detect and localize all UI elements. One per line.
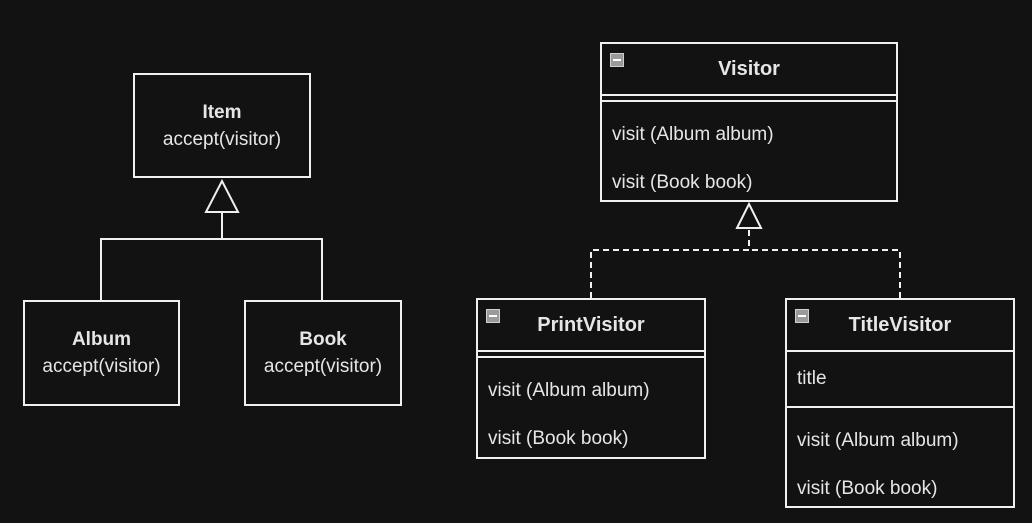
titlevisitor-class-name: TitleVisitor [848, 313, 952, 336]
printvisitor-header: PrintVisitor [478, 300, 704, 350]
book-class-name: Book [299, 329, 347, 350]
printvisitor-class-box[interactable]: PrintVisitor visit (Album album) visit (… [476, 298, 706, 459]
item-class-name: Item [202, 101, 242, 123]
titlevisitor-op-book: visit (Book book) [797, 478, 938, 499]
titlevisitor-attr-divider [787, 406, 1013, 408]
titlevisitor-operations: visit (Album album) visit (Book book) [787, 408, 1013, 513]
book-method: accept(visitor) [263, 356, 383, 377]
titlevisitor-header-divider [787, 350, 1013, 352]
titlevisitor-header: TitleVisitor [787, 300, 1013, 350]
visitor-divider [602, 94, 896, 102]
collapse-icon[interactable] [610, 53, 624, 67]
titlevisitor-class-box[interactable]: TitleVisitor title visit (Album album) v… [785, 298, 1015, 508]
visitor-operations: visit (Album album) visit (Book book) [602, 102, 896, 207]
visitor-header: Visitor [602, 44, 896, 94]
album-method: accept(visitor) [42, 356, 161, 377]
printvisitor-op-book: visit (Book book) [488, 428, 629, 449]
realization-connector-printvisitor [590, 229, 750, 298]
realization-arrowhead-visitor [735, 201, 763, 229]
book-class-box[interactable]: Book accept(visitor) [244, 300, 402, 406]
inheritance-connector-album [100, 212, 223, 300]
visitor-op-book: visit (Book book) [612, 172, 753, 193]
inheritance-connector-book [222, 238, 323, 300]
item-method: accept(visitor) [162, 128, 282, 150]
realization-connector-titlevisitor [749, 249, 901, 298]
printvisitor-divider [478, 350, 704, 358]
visitor-class-name: Visitor [718, 57, 780, 80]
titlevisitor-attr-title: title [797, 368, 827, 389]
album-class-box[interactable]: Album accept(visitor) [23, 300, 180, 406]
collapse-icon[interactable] [795, 309, 809, 323]
printvisitor-op-album: visit (Album album) [488, 380, 650, 401]
inheritance-arrowhead-item [204, 178, 240, 213]
collapse-icon[interactable] [486, 309, 500, 323]
visitor-class-box[interactable]: Visitor visit (Album album) visit (Book … [600, 42, 898, 202]
album-class-name: Album [71, 329, 132, 350]
printvisitor-operations: visit (Album album) visit (Book book) [478, 358, 704, 463]
item-class-box[interactable]: Item accept(visitor) [133, 73, 311, 178]
titlevisitor-op-album: visit (Album album) [797, 430, 959, 451]
printvisitor-class-name: PrintVisitor [537, 313, 645, 336]
visitor-op-album: visit (Album album) [612, 124, 774, 145]
